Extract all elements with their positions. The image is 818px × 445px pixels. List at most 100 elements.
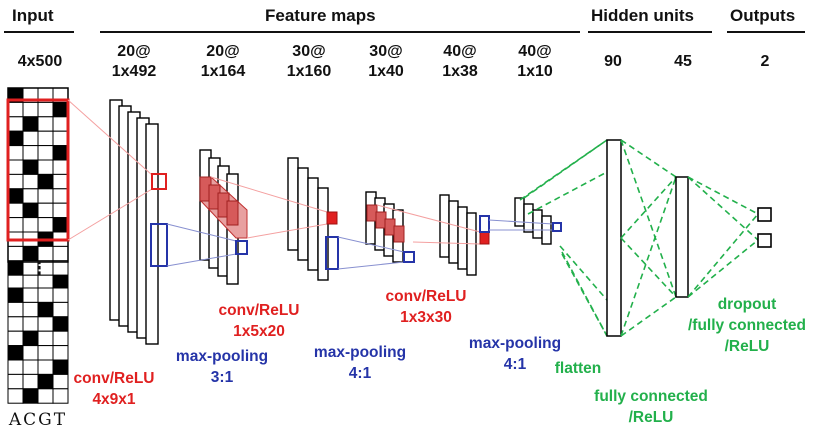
- fm1-conv-output: [151, 173, 167, 190]
- output-unit: [757, 233, 772, 248]
- input-top-cell: [22, 130, 39, 147]
- input-bottom-cell: [7, 316, 24, 332]
- dim-fm4-size: 1x40: [368, 63, 404, 80]
- conv1-line-bottom: [67, 188, 153, 241]
- input-bottom-cell: [52, 287, 69, 303]
- input-top-cell: [52, 130, 69, 147]
- input-bottom-cell: [22, 388, 39, 404]
- dim-input: 4x500: [17, 53, 63, 70]
- label-conv2-kernel: 1x5x20: [233, 323, 285, 340]
- pool2-line-top: [337, 236, 405, 253]
- input-top-cell: [52, 202, 69, 219]
- header-hidden-units: Hidden units: [591, 6, 694, 25]
- dim-fm1: 20@ 1x492: [104, 42, 164, 82]
- fm2-pool-output: [235, 240, 248, 255]
- input-top-cell: [7, 274, 24, 291]
- input-top-cell: [52, 116, 69, 132]
- input-top-cell: [37, 116, 54, 132]
- connection-overlays: [67, 99, 562, 270]
- input-top-cell: [7, 202, 24, 219]
- flatten-connection: [561, 251, 608, 337]
- input-top-cell: [7, 188, 24, 204]
- input-bottom-cell: [22, 345, 39, 361]
- dim-fm3-size: 1x160: [286, 63, 332, 80]
- input-top-cell: [37, 145, 54, 161]
- input-bottom-cell: [37, 345, 54, 361]
- fc1-connection: [620, 139, 677, 298]
- output-unit: [757, 207, 772, 222]
- fm6-map: [532, 209, 543, 239]
- fm5-conv-output: [479, 231, 490, 245]
- fc2-connection: [687, 239, 759, 298]
- label-pool2: max-pooling 4:1: [306, 342, 414, 384]
- dim-fm6-size: 1x10: [517, 63, 553, 80]
- fm5-map: [457, 206, 468, 270]
- fc1-connection: [620, 237, 677, 298]
- dim-fm5-count: 40@: [443, 43, 477, 60]
- fm3-map: [287, 157, 299, 251]
- input-top-cell: [52, 260, 69, 276]
- label-fc2-layer: /fully connected: [688, 317, 806, 334]
- fm3-conv-output: [326, 211, 338, 225]
- label-conv2-op: conv/ReLU: [218, 302, 300, 319]
- input-bottom-cell: [7, 359, 24, 375]
- input-top-cell: [7, 145, 24, 161]
- fm3-map: [317, 187, 329, 281]
- label-pool3-op: max-pooling: [468, 335, 562, 352]
- input-top-cell: [7, 173, 24, 190]
- input-bottom-cell: [22, 301, 39, 318]
- label-conv1-op: conv/ReLU: [73, 370, 155, 387]
- input-bottom-cell: [52, 388, 69, 404]
- label-pool1-op: max-pooling: [175, 348, 269, 365]
- input-bottom-cell: [52, 330, 69, 347]
- conv2-line-bottom: [246, 223, 328, 239]
- dim-outputs: 2: [760, 53, 770, 70]
- dim-fm4: 30@ 1x40: [356, 42, 416, 82]
- input-top-cell: [22, 173, 39, 190]
- dim-fm1-count: 20@: [117, 43, 151, 60]
- hidden-layer-90: [606, 139, 622, 337]
- fm3-map: [307, 177, 319, 271]
- input-bottom-cell: [37, 287, 54, 303]
- input-bottom-cell: [7, 287, 24, 303]
- input-top-cell: [52, 173, 69, 190]
- input-top-cell: [52, 145, 69, 161]
- input-bottom-cell: [37, 359, 54, 375]
- input-top-cell: [22, 217, 39, 233]
- label-fc2-op: dropout: [717, 296, 777, 313]
- conv3-line-top: [376, 204, 481, 233]
- input-top-cell: [52, 101, 69, 118]
- fm3-map: [297, 167, 309, 261]
- input-top-cell: [22, 145, 39, 161]
- fc1-connection: [620, 176, 677, 337]
- conv2-line-top: [210, 176, 328, 213]
- input-bottom-cell: [7, 330, 24, 347]
- fm5-map: [448, 200, 459, 264]
- input-bottom-cell: [22, 330, 39, 347]
- input-top-cell: [37, 217, 54, 233]
- pool1-line-top: [166, 223, 237, 242]
- input-top-cell: [37, 101, 54, 118]
- fc1-connection: [620, 296, 677, 337]
- flatten-connection: [527, 171, 608, 215]
- fm5-map: [439, 194, 450, 258]
- input-top-cell: [37, 159, 54, 175]
- fc1-connection: [620, 139, 677, 178]
- input-bottom-cell: [7, 373, 24, 390]
- label-fc1-act: /ReLU: [628, 409, 674, 426]
- input-bottom-cell: [37, 301, 54, 318]
- dim-fm6-count: 40@: [518, 43, 552, 60]
- header-feature-maps: Feature maps: [265, 6, 376, 25]
- dim-hidden2: 45: [674, 53, 692, 70]
- input-top-cell: [52, 217, 69, 233]
- conv2-kernel-slice: [226, 200, 239, 226]
- dim-hidden1: 90: [604, 53, 622, 70]
- dim-fm2-count: 20@: [206, 43, 240, 60]
- fm6-map: [523, 203, 534, 233]
- conv3-kernel-slice: [393, 225, 405, 243]
- dim-fm5-size: 1x38: [442, 63, 478, 80]
- dim-fm1-size: 1x492: [111, 63, 157, 80]
- input-top-cell: [22, 188, 39, 204]
- input-bottom-cell: [7, 345, 24, 361]
- fc1-connection: [620, 176, 677, 239]
